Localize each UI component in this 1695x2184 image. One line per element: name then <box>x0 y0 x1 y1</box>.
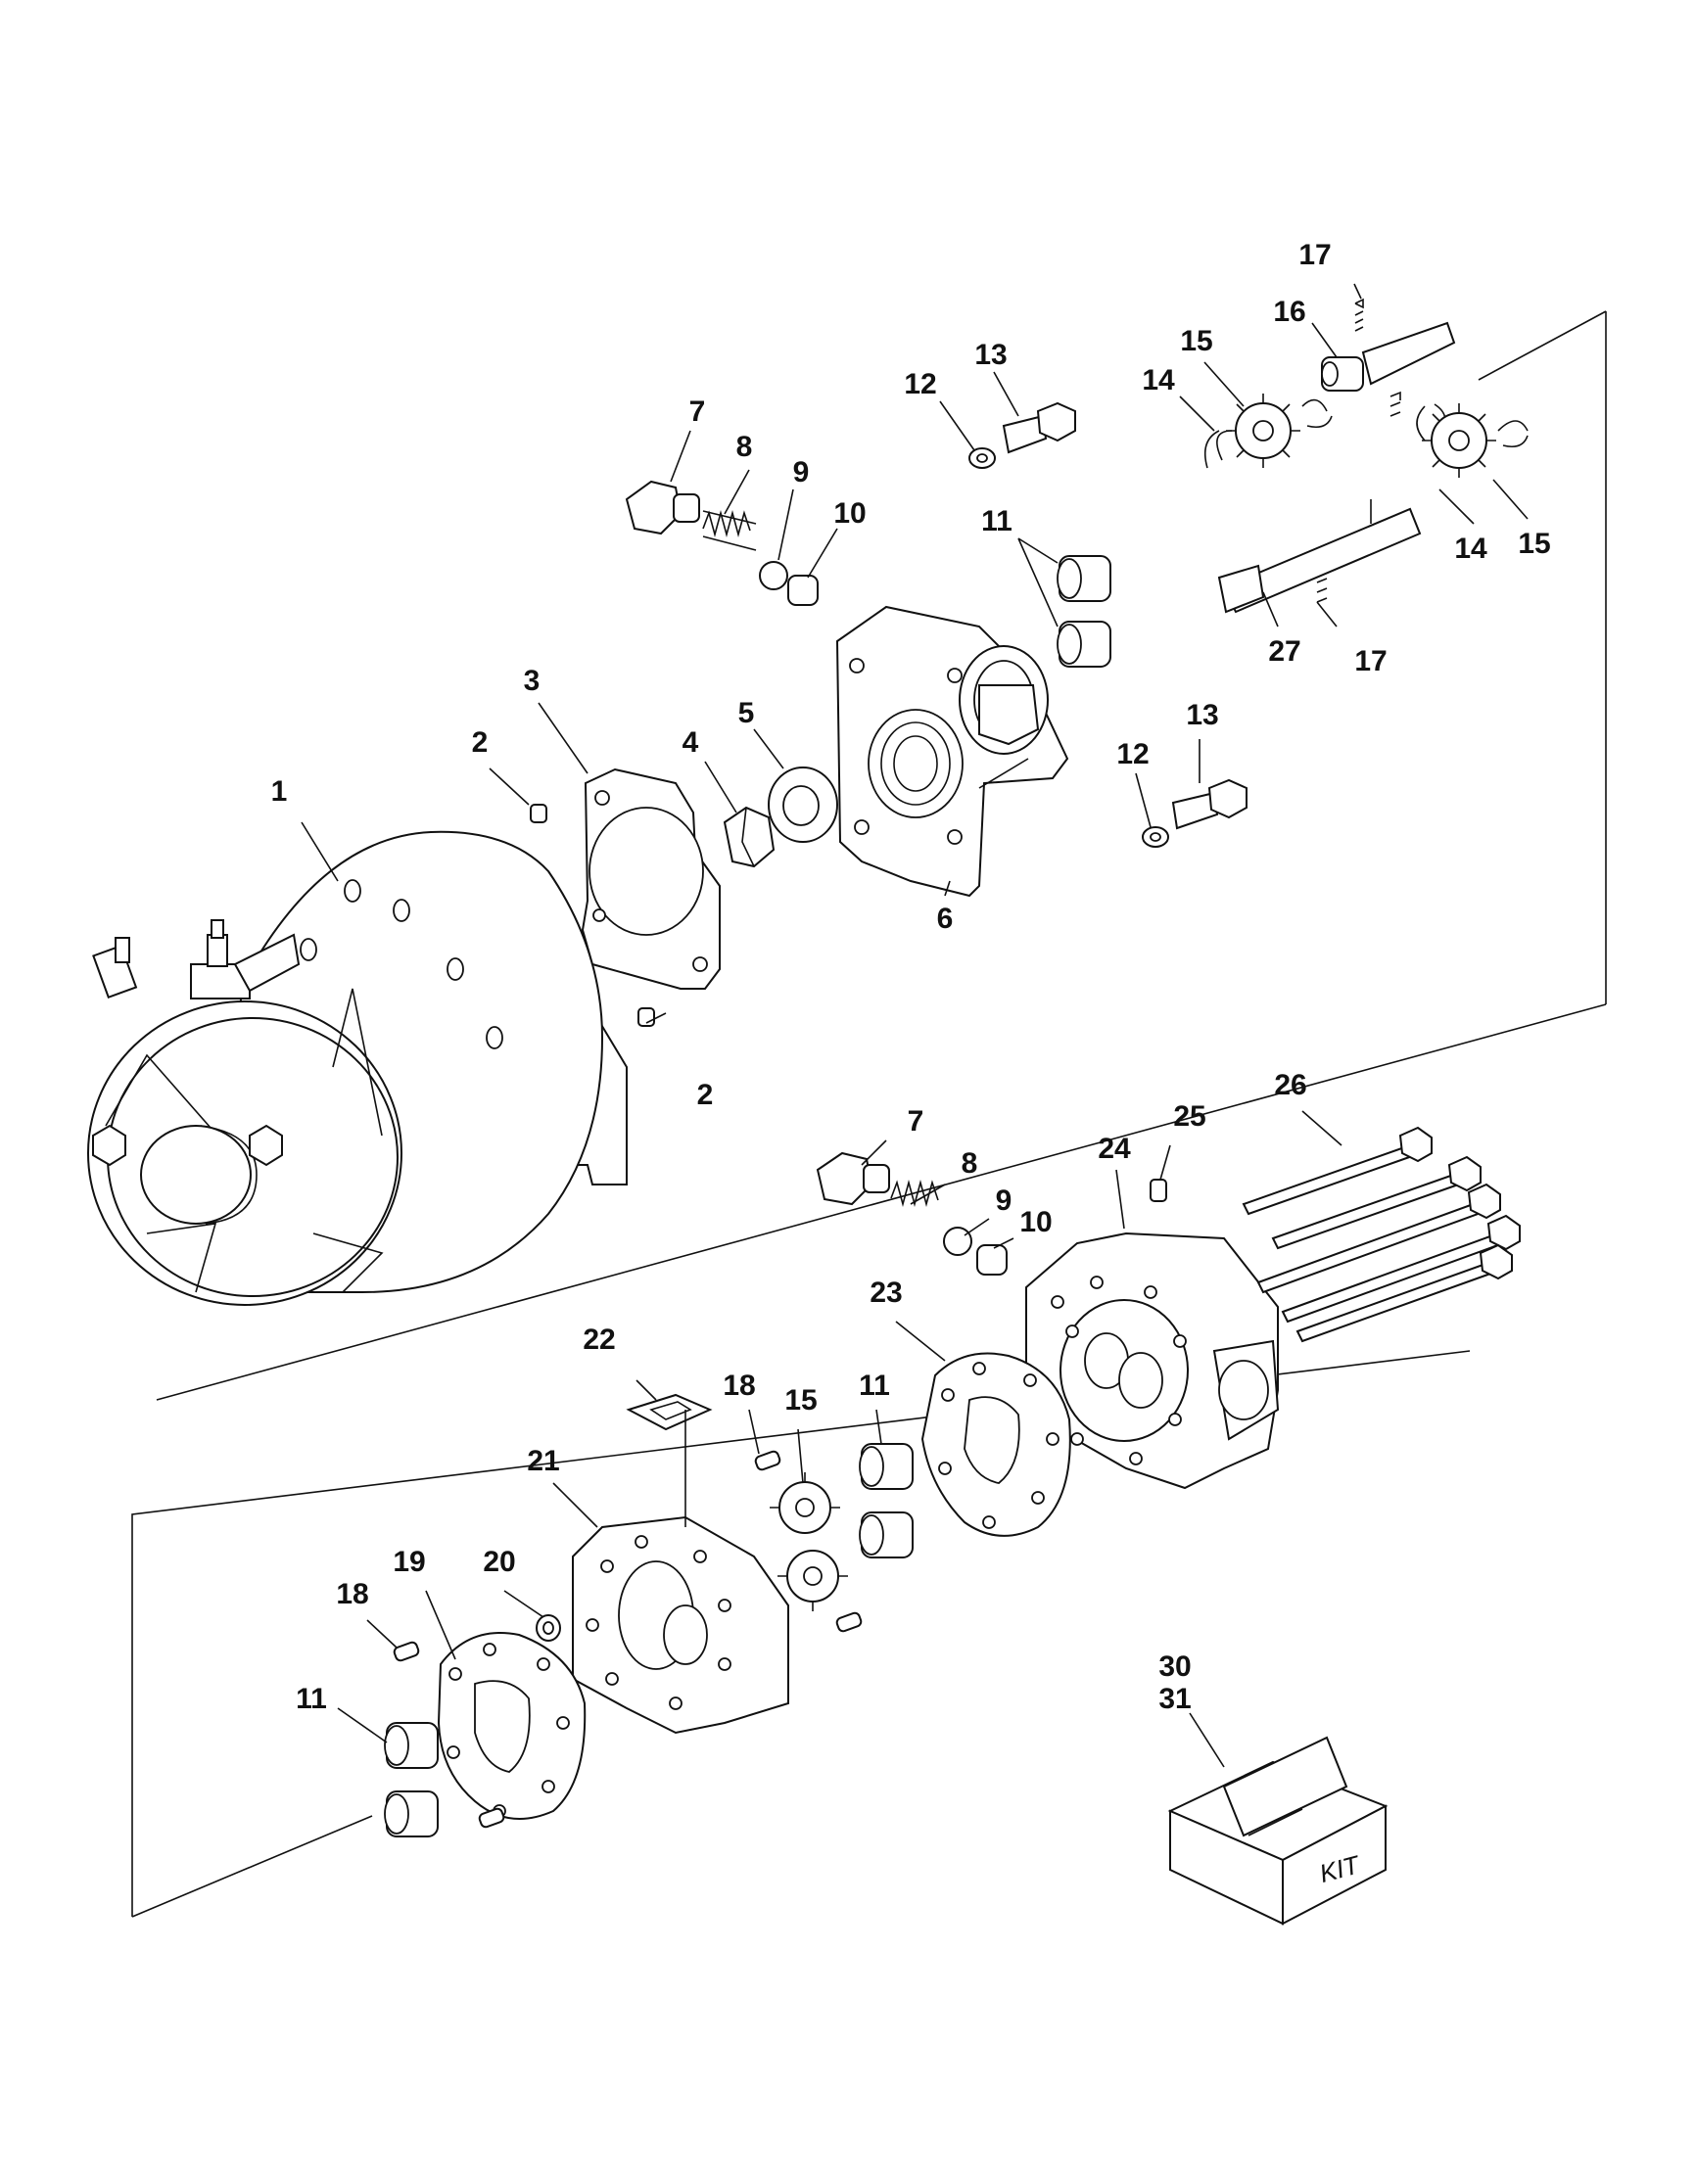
callout-17-lower: 17 <box>1354 645 1387 677</box>
callout-12-lower: 12 <box>1116 738 1149 770</box>
callout-27: 27 <box>1268 635 1300 668</box>
callout-16: 16 <box>1273 296 1305 328</box>
callout-15-lower: 15 <box>784 1384 817 1417</box>
callout-8-lower: 8 <box>962 1147 978 1180</box>
dowel-pin-lower-left <box>393 1641 420 1662</box>
bearing-upper-b <box>1057 621 1111 668</box>
set-screw-upper <box>1354 298 1401 417</box>
relief-ball-upper <box>759 561 788 590</box>
callout-18-lower: 18 <box>336 1578 368 1610</box>
callout-3: 3 <box>524 665 541 697</box>
driven-gear-upper <box>1422 403 1496 478</box>
dowel-pin-mid <box>754 1450 781 1471</box>
bearing-lower-a <box>859 1443 914 1490</box>
relief-poppet-upper <box>787 575 819 606</box>
callout-19: 19 <box>393 1546 425 1578</box>
dowel-pin-mid-low <box>835 1611 863 1633</box>
leader-lines <box>301 283 1529 1768</box>
bearing-end-a <box>384 1722 439 1769</box>
gear-pair-lower <box>770 1472 848 1611</box>
callout-labels: 1 2 2 3 4 5 6 7 8 9 10 11 12 13 12 13 14… <box>271 239 1551 1715</box>
callout-26: 26 <box>1274 1069 1306 1101</box>
relief-plug-upper <box>625 480 700 535</box>
relief-poppet-lower <box>976 1244 1008 1276</box>
sleeve <box>1321 356 1364 392</box>
washer-upper <box>968 447 996 469</box>
relief-spring-upper <box>702 509 757 551</box>
dowel-pin-lower <box>637 1007 655 1027</box>
drive-shaft <box>1361 321 1456 386</box>
wear-plate <box>626 1393 713 1431</box>
callout-4: 4 <box>683 726 699 759</box>
shaft-coupling <box>723 806 776 868</box>
bearing-end-b <box>384 1790 439 1837</box>
dowel-pin-upper <box>530 804 547 823</box>
callout-18-mid: 18 <box>723 1370 755 1402</box>
callout-13-upper: 13 <box>974 339 1007 371</box>
callout-15-upper: 15 <box>1180 325 1212 357</box>
rear-housing <box>1025 1231 1280 1490</box>
dowel-pin-lower-bottom <box>478 1807 505 1829</box>
callout-15-right: 15 <box>1518 528 1550 560</box>
callout-11-lower: 11 <box>859 1370 890 1402</box>
callout-2-lower: 2 <box>697 1079 714 1111</box>
end-gasket <box>437 1632 587 1820</box>
callout-2-upper: 2 <box>472 726 489 759</box>
relief-ball-lower <box>943 1227 972 1256</box>
callout-13-lower: 13 <box>1186 699 1218 731</box>
long-bolts <box>1242 1126 1521 1343</box>
bearing-lower-b <box>859 1511 914 1558</box>
retaining-ring-upper-mid <box>1301 398 1333 429</box>
center-section <box>572 1410 789 1735</box>
motor <box>87 830 628 1306</box>
motor-gasket <box>581 767 721 990</box>
top-pin <box>1150 1179 1167 1202</box>
callout-11-upper: 11 <box>981 505 1012 537</box>
bolt-lower <box>1171 778 1248 830</box>
bearing-upper-a <box>1057 555 1111 602</box>
callout-7-lower: 7 <box>908 1105 924 1138</box>
shaft-seal <box>768 767 838 843</box>
callout-14-upper: 14 <box>1142 364 1175 396</box>
o-ring <box>536 1614 561 1642</box>
relief-plug-lower <box>816 1151 890 1206</box>
callout-9-lower: 9 <box>996 1185 1012 1217</box>
kit-box: KIT <box>1167 1736 1389 1926</box>
callout-11-end: 11 <box>296 1683 327 1715</box>
idler-shaft <box>1217 499 1422 614</box>
callout-14-right: 14 <box>1454 533 1487 565</box>
callout-22: 22 <box>583 1324 615 1356</box>
rear-gasket <box>920 1352 1071 1537</box>
callout-7-upper: 7 <box>689 395 706 428</box>
callout-5: 5 <box>738 697 755 729</box>
callout-10-upper: 10 <box>833 497 866 530</box>
callout-17-upper: 17 <box>1298 239 1331 271</box>
washer-lower <box>1142 826 1169 848</box>
callout-6: 6 <box>937 903 954 935</box>
callout-30: 30 <box>1158 1650 1191 1683</box>
relief-spring-lower <box>890 1179 939 1208</box>
callout-24: 24 <box>1098 1133 1131 1165</box>
bolt-upper <box>1002 401 1076 454</box>
callout-21: 21 <box>527 1445 559 1477</box>
callout-10-lower: 10 <box>1019 1206 1052 1238</box>
callout-23: 23 <box>870 1277 902 1309</box>
callout-1: 1 <box>271 775 288 808</box>
drive-gear-upper <box>1226 394 1300 468</box>
callout-25: 25 <box>1173 1100 1205 1133</box>
callout-9-upper: 9 <box>793 456 810 488</box>
callout-20: 20 <box>483 1546 515 1578</box>
front-housing <box>835 605 1069 898</box>
retaining-ring-right-far <box>1497 420 1529 448</box>
callout-31: 31 <box>1158 1683 1191 1715</box>
callout-12-upper: 12 <box>904 368 936 400</box>
retaining-ring-upper-left <box>1203 430 1233 469</box>
callout-8-upper: 8 <box>736 431 753 463</box>
